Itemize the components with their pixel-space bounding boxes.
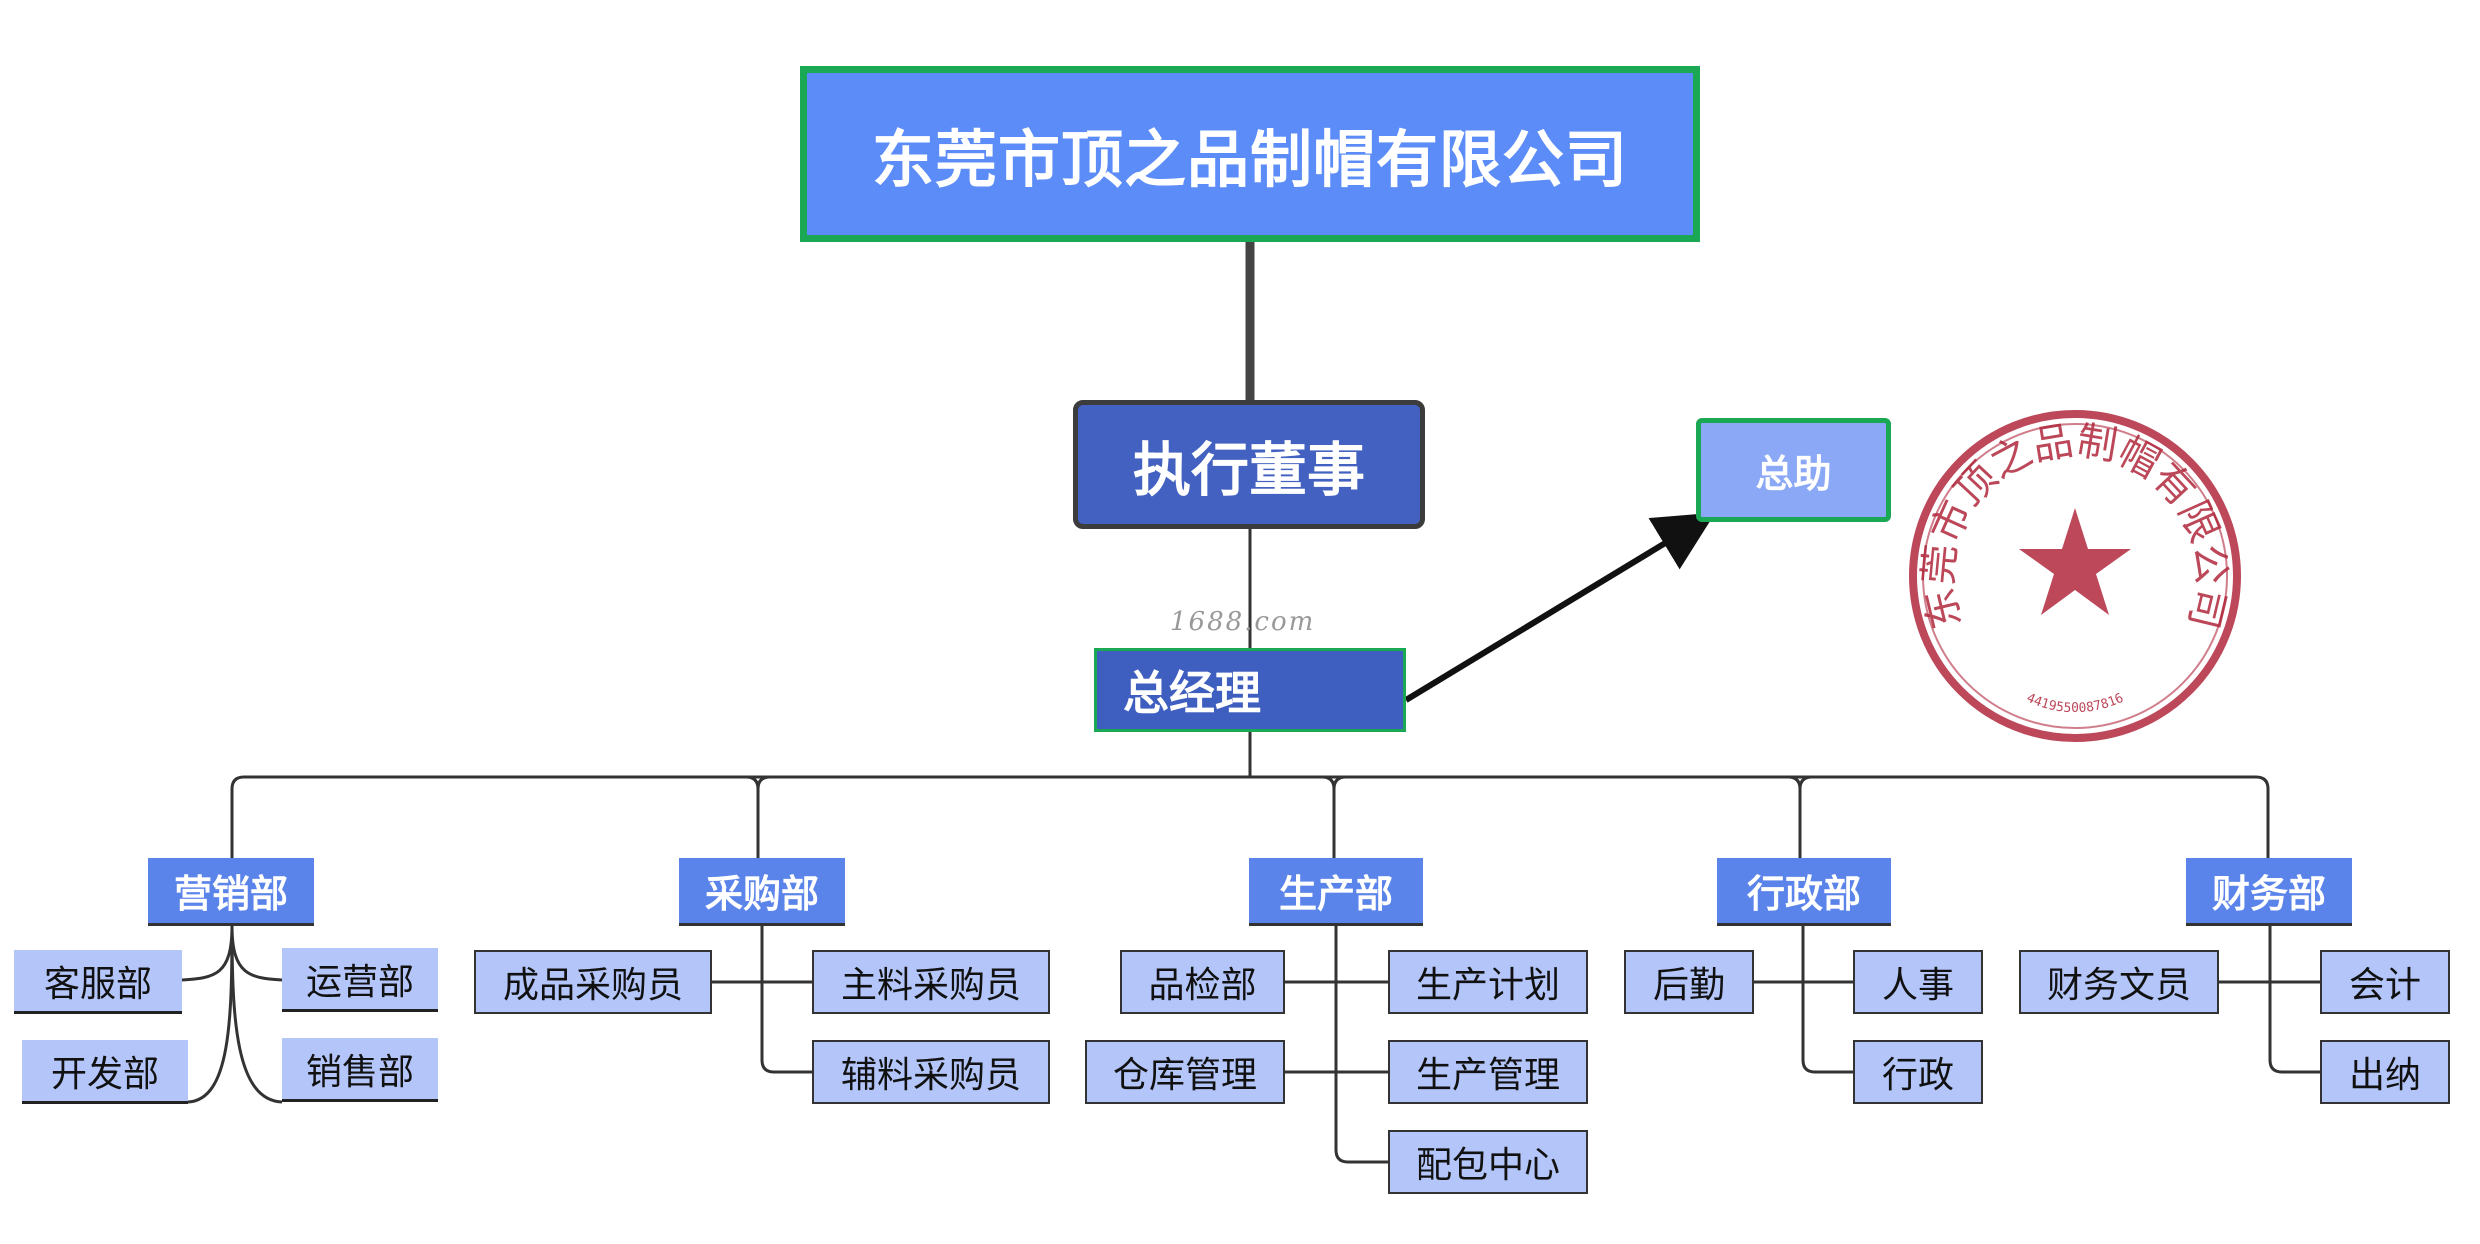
- dept-marketing: 营销部: [148, 858, 314, 926]
- bus-drop-admin: [1787, 775, 1813, 858]
- unit-development: 开发部: [22, 1040, 188, 1104]
- dept-admin: 行政部: [1717, 858, 1891, 926]
- unit-cashier: 出纳: [2320, 1040, 2450, 1104]
- unit-customer-service: 客服部: [14, 950, 182, 1014]
- admin-branches: [1754, 926, 1853, 1074]
- unit-packing-center: 配包中心: [1388, 1130, 1588, 1194]
- unit-production-planning: 生产计划: [1388, 950, 1588, 1014]
- bus-drop-production: [1321, 775, 1347, 858]
- marketing-branches: [181, 925, 283, 1104]
- unit-sales: 销售部: [282, 1038, 438, 1102]
- company-node: 东莞市顶之品制帽有限公司: [800, 66, 1700, 242]
- dept-bus: [230, 775, 2270, 858]
- bus-drop-purchasing: [745, 775, 771, 858]
- unit-main-material-buyer: 主料采购员: [812, 950, 1050, 1014]
- unit-operations: 运营部: [282, 948, 438, 1012]
- unit-administration: 行政: [1853, 1040, 1983, 1104]
- watermark-text: 1688.com: [1170, 607, 1316, 637]
- company-seal: 东莞市顶之品制帽有限公司 4419550087816: [1909, 410, 2241, 742]
- unit-logistics: 后勤: [1624, 950, 1754, 1014]
- unit-human-resources: 人事: [1853, 950, 1983, 1014]
- seal-star: [2019, 508, 2131, 615]
- unit-warehouse: 仓库管理: [1085, 1040, 1285, 1104]
- finance-branches: [2219, 926, 2320, 1074]
- dept-production: 生产部: [1249, 858, 1423, 926]
- gm-assistant-arrow: [1404, 512, 1716, 703]
- unit-accountant: 会计: [2320, 950, 2450, 1014]
- seal-ring: [1909, 410, 2241, 742]
- dept-finance: 财务部: [2186, 858, 2352, 926]
- general-manager-node: 总经理: [1094, 648, 1406, 732]
- unit-production-management: 生产管理: [1388, 1040, 1588, 1104]
- unit-finished-goods-buyer: 成品采购员: [474, 950, 712, 1014]
- dept-purchasing: 采购部: [679, 858, 845, 926]
- unit-accessory-buyer: 辅料采购员: [812, 1040, 1050, 1104]
- unit-quality-inspection: 品检部: [1120, 950, 1285, 1014]
- seal-number: 4419550087816: [2024, 691, 2126, 716]
- unit-finance-clerk: 财务文员: [2019, 950, 2219, 1014]
- production-branches: [1285, 926, 1388, 1164]
- assistant-node: 总助: [1696, 418, 1891, 522]
- purchasing-branches: [712, 926, 812, 1074]
- executive-director-node: 执行董事: [1073, 400, 1425, 529]
